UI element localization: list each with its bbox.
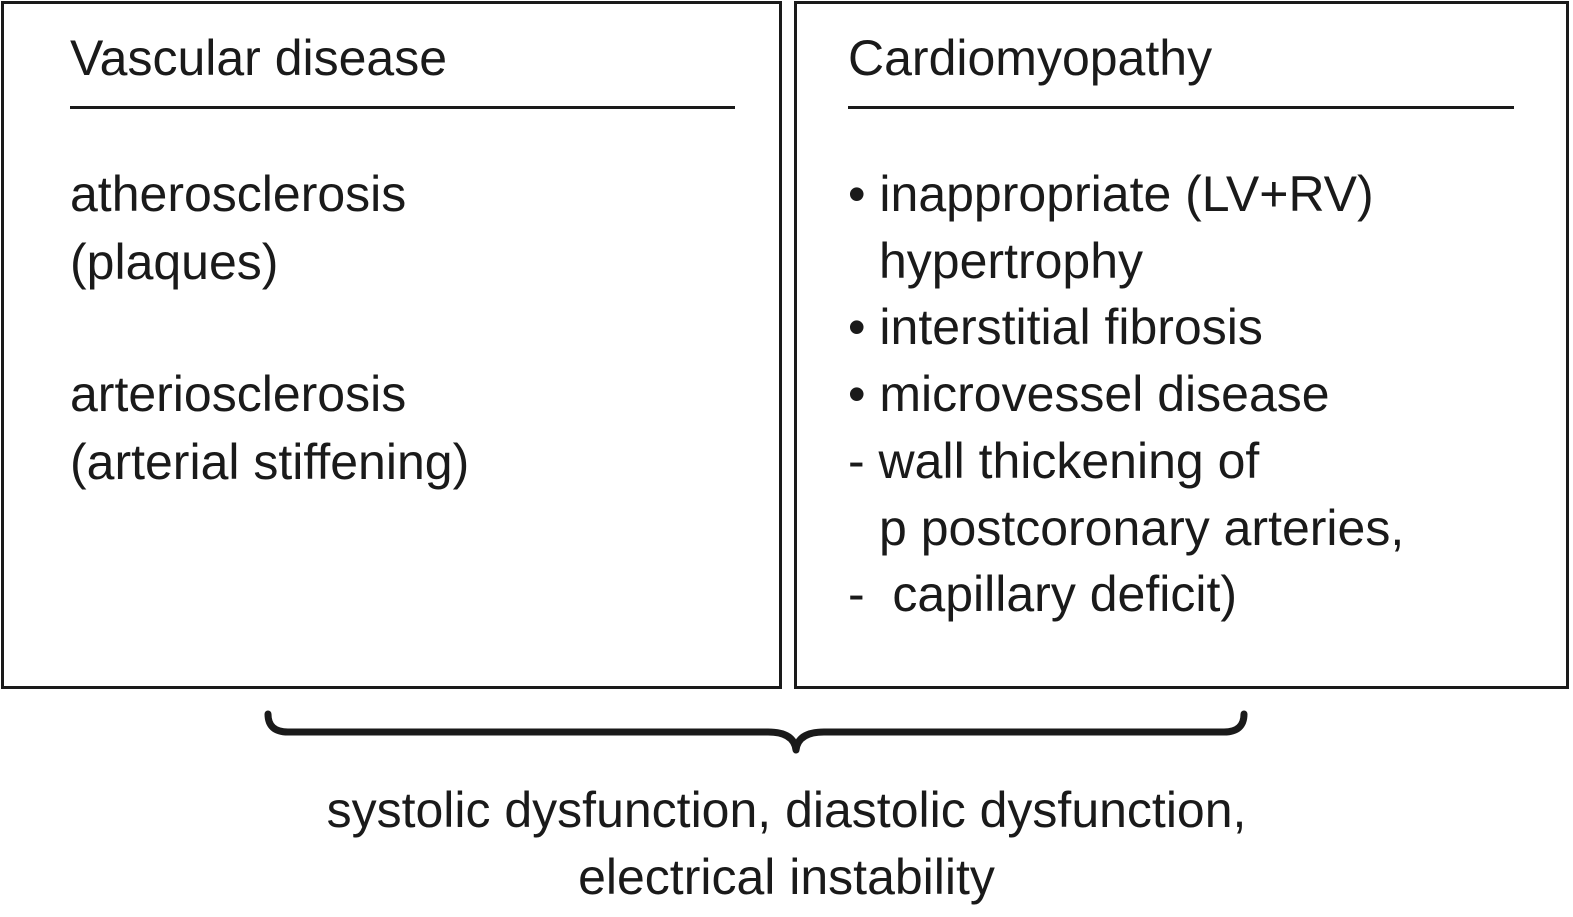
- vascular-disease-title: Vascular disease: [70, 30, 448, 86]
- cardiomyopathy-line-microvessel-disease: • microvessel disease: [848, 366, 1330, 422]
- outcome-line-dysfunction: systolic dysfunction, diastolic dysfunct…: [326, 782, 1247, 838]
- vascular-title-divider: [70, 106, 735, 109]
- cardiomyopathy-line-hypertrophy-bullet: • inappropriate (LV+RV): [848, 166, 1374, 222]
- vascular-line-plaques: (plaques): [70, 234, 279, 290]
- cardiomyopathy-title-divider: [848, 106, 1514, 109]
- vascular-line-atherosclerosis: atherosclerosis: [70, 166, 407, 222]
- curly-brace-connector: [264, 710, 1248, 754]
- cardiomyopathy-panel: Cardiomyopathy • inappropriate (LV+RV) h…: [794, 1, 1569, 689]
- vascular-line-arterial-stiffening: (arterial stiffening): [70, 434, 470, 490]
- cardiomyopathy-line-postcoronary-arteries: p postcoronary arteries,: [879, 500, 1405, 556]
- outcome-line-electrical-instability: electrical instability: [578, 849, 995, 905]
- cardiomyopathy-line-hypertrophy: hypertrophy: [879, 233, 1144, 289]
- vascular-line-arteriosclerosis: arteriosclerosis: [70, 366, 407, 422]
- vascular-disease-panel: Vascular disease atherosclerosis (plaque…: [1, 1, 782, 689]
- cardiomyopathy-title: Cardiomyopathy: [848, 30, 1213, 86]
- cardiomyopathy-line-wall-thickening: - wall thickening of: [848, 433, 1260, 489]
- cardiomyopathy-line-capillary-deficit: - capillary deficit): [848, 566, 1237, 622]
- cardiomyopathy-line-interstitial-fibrosis: • interstitial fibrosis: [848, 299, 1263, 355]
